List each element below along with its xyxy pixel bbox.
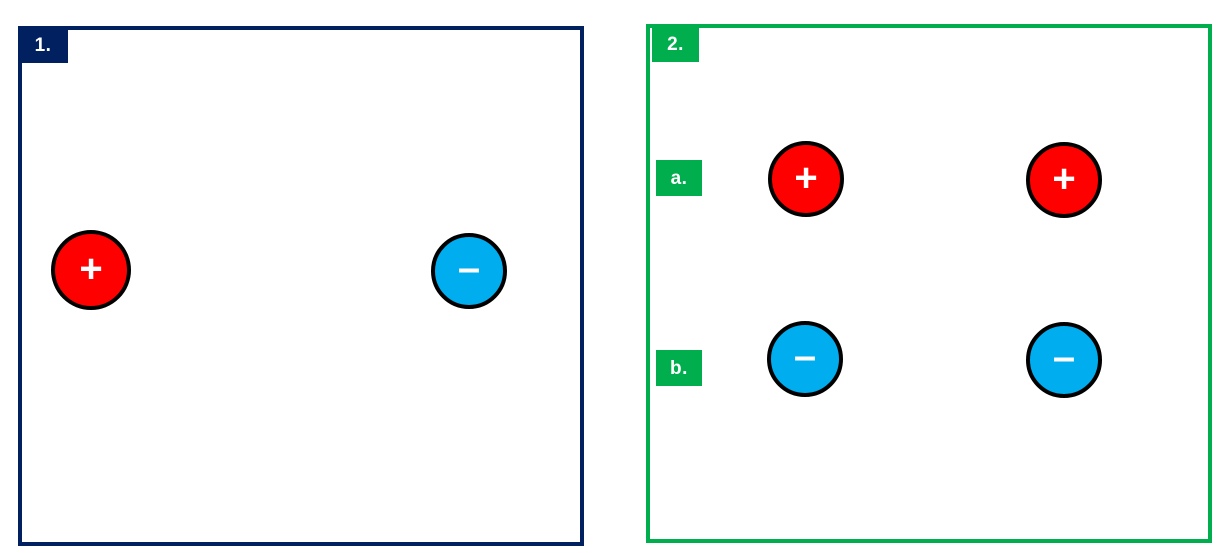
plus-sign-icon: + — [79, 246, 103, 291]
minus-sign-icon: – — [1052, 335, 1076, 379]
minus-sign-icon: – — [457, 246, 481, 290]
plus-sign-icon: + — [1052, 156, 1076, 201]
panel-1-positive-charge: + — [51, 230, 131, 310]
panel-2-row-b-negative-charge-right: – — [1026, 322, 1102, 398]
panel-2-row-b-label: b. — [656, 350, 702, 386]
panel-2-row-a-label: a. — [656, 160, 702, 196]
plus-sign-icon: + — [794, 155, 818, 200]
panel-2-row-a-positive-charge-right: + — [1026, 142, 1102, 218]
panel-2-row-a-positive-charge-left: + — [768, 141, 844, 217]
minus-sign-icon: – — [793, 334, 817, 378]
panel-2 — [646, 24, 1212, 543]
panel-1-label: 1. — [18, 27, 68, 63]
panel-2-row-b-negative-charge-left: – — [767, 321, 843, 397]
panel-1-negative-charge: – — [431, 233, 507, 309]
panel-2-label: 2. — [652, 26, 699, 62]
panel-1 — [18, 26, 584, 546]
